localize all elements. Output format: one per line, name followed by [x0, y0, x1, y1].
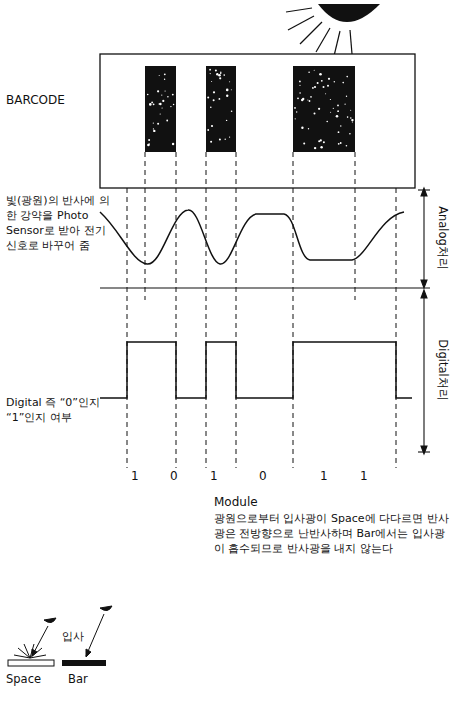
light-label: 입사	[62, 630, 84, 645]
note-text: Digital 즉 “0”인지 “1”인지 여부	[6, 396, 104, 426]
light-rays	[286, 8, 352, 56]
range-brackets	[418, 188, 430, 454]
part-label: Space	[6, 672, 41, 688]
bit-value: 0	[259, 468, 267, 484]
barcode-panel	[100, 54, 415, 188]
bar	[293, 66, 355, 152]
section-label: Module	[214, 494, 258, 510]
range-label: Digital처리	[434, 337, 450, 402]
light-paths	[14, 606, 112, 658]
bar-plate	[62, 660, 106, 666]
digital-signal	[100, 342, 412, 398]
bit-value: 1	[320, 468, 328, 484]
light-source	[318, 4, 380, 22]
analog-signal	[100, 210, 404, 264]
bit-value: 1	[131, 468, 139, 484]
bar-texture	[147, 69, 354, 150]
bar	[145, 66, 176, 152]
range-label: Analog처리	[434, 204, 450, 272]
separator-line	[100, 287, 430, 288]
bit-value: 1	[210, 468, 218, 484]
part-label: BARCODE	[6, 92, 65, 108]
bit-value: 1	[360, 468, 368, 484]
note-text: 광원으로부터 입사광이 Space에 다다르면 반사광은 전방향으로 난반사하며…	[214, 512, 450, 557]
space-plate	[8, 660, 54, 666]
note-text: 빛(광원)의 반사에 의한 강약을 Photo Sensor로 받아 전기 신호…	[6, 194, 112, 253]
guide-lines	[127, 152, 396, 468]
bit-value: 0	[170, 468, 178, 484]
part-label: Bar	[68, 672, 88, 688]
bar	[206, 66, 236, 152]
